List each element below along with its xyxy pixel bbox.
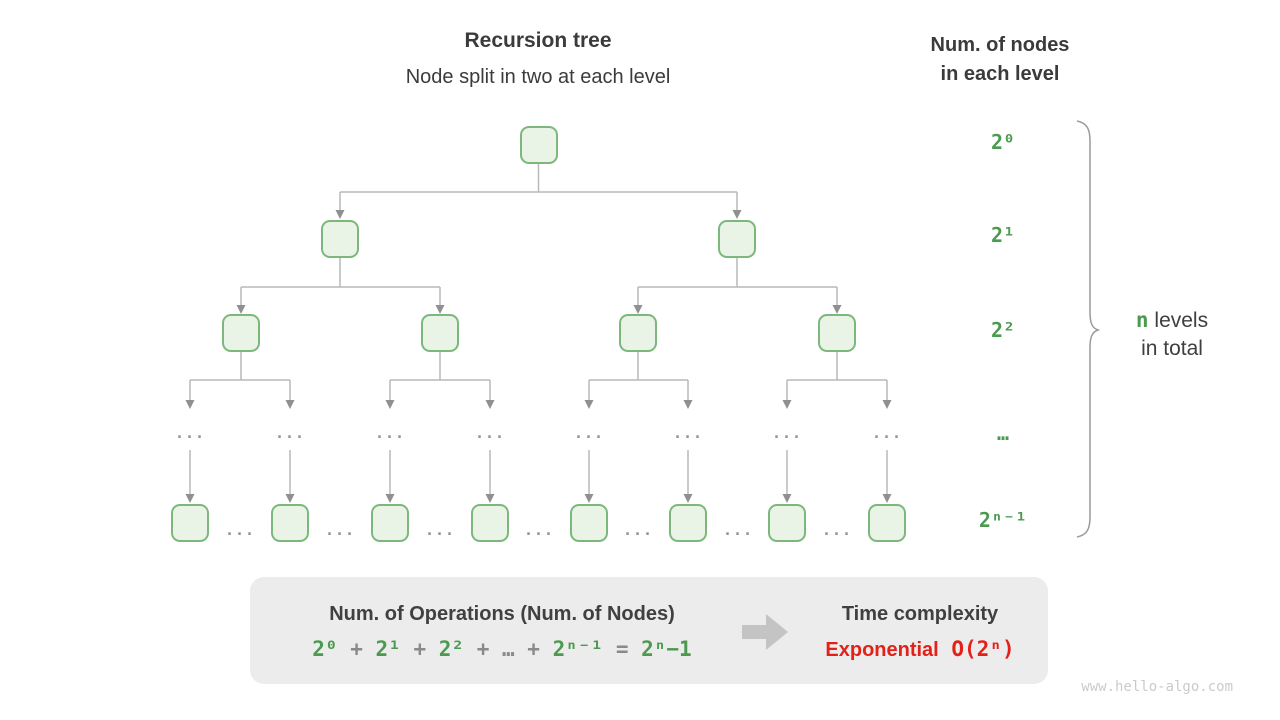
arrowhead — [385, 400, 395, 409]
arrowhead — [584, 494, 594, 503]
tree-node — [718, 220, 756, 258]
ellipsis-text: ... — [771, 424, 803, 442]
arrowhead — [185, 494, 195, 503]
summary-box: Num. of Operations (Num. of Nodes) 2⁰ + … — [250, 577, 1048, 684]
arrowhead — [285, 400, 295, 409]
formula-segment: 2¹ — [375, 637, 401, 661]
ellipsis-text: ... — [424, 521, 456, 539]
ellipsis-text: ... — [174, 424, 206, 442]
watermark: www.hello-algo.com — [1081, 679, 1233, 695]
ellipsis-text: ... — [871, 424, 903, 442]
complexity-value: O(2ⁿ) — [938, 637, 1015, 661]
ellipsis-text: ... — [672, 424, 704, 442]
tree-node — [868, 504, 906, 542]
tree-node — [619, 314, 657, 352]
tree-node — [818, 314, 856, 352]
ellipsis-text: ... — [573, 424, 605, 442]
arrowhead — [782, 400, 792, 409]
ellipsis-text: ... — [622, 521, 654, 539]
right-column-header: Num. of nodes in each level — [890, 31, 1110, 89]
tree-node — [768, 504, 806, 542]
tree-node — [171, 504, 209, 542]
ellipsis-text: ... — [474, 424, 506, 442]
brace — [1076, 120, 1101, 538]
arrowhead — [185, 400, 195, 409]
formula-segment: 2ⁿ⁻¹ — [552, 637, 604, 661]
tree-node — [471, 504, 509, 542]
formula-segment: + — [337, 637, 376, 661]
arrowhead — [236, 305, 246, 314]
brace-label-line2: in total — [1141, 337, 1203, 360]
brace-label-line1: n levels — [1108, 306, 1236, 335]
arrowhead — [584, 400, 594, 409]
level-label: 2² — [990, 318, 1016, 342]
arrowhead — [435, 305, 445, 314]
ellipsis-text: ... — [324, 521, 356, 539]
formula-segment: = — [603, 637, 642, 661]
tree-node — [371, 504, 409, 542]
level-label: 2¹ — [990, 223, 1016, 247]
tree-node — [421, 314, 459, 352]
tree-node — [669, 504, 707, 542]
arrowhead — [485, 494, 495, 503]
arrowhead — [285, 494, 295, 503]
level-label: … — [996, 421, 1010, 445]
tree-node — [519, 126, 558, 164]
formula-segment: + — [464, 637, 502, 661]
arrowhead — [882, 494, 892, 503]
tree-node — [222, 314, 260, 352]
arrowhead — [485, 400, 495, 409]
arrowhead — [683, 400, 693, 409]
ellipsis-text: ... — [274, 424, 306, 442]
tree-node — [321, 220, 359, 258]
arrowhead — [732, 210, 742, 219]
diagram-title: Recursion tree — [464, 29, 612, 52]
ellipsis-text: ... — [821, 521, 853, 539]
time-complexity-title: Time complexity — [841, 603, 999, 625]
level-label: 2ⁿ⁻¹ — [978, 508, 1028, 532]
ellipsis-text: ... — [224, 521, 256, 539]
ellipsis-text: ... — [374, 424, 406, 442]
tree-node — [271, 504, 309, 542]
ellipsis-text: ... — [722, 521, 754, 539]
brace-levels-text: levels — [1148, 309, 1209, 332]
complexity-result: Exponential O(2ⁿ) — [795, 637, 1045, 662]
complexity-name: Exponential — [825, 639, 939, 661]
arrowhead — [385, 494, 395, 503]
tree-node — [570, 504, 608, 542]
arrowhead — [683, 494, 693, 503]
arrowhead — [782, 494, 792, 503]
right-header-line2: in each level — [940, 63, 1060, 85]
arrowhead — [882, 400, 892, 409]
formula-segment: 2⁰ — [312, 637, 338, 661]
formula-segment: 2² — [438, 637, 465, 661]
right-arrow-icon — [742, 614, 788, 650]
arrowhead — [335, 210, 345, 219]
formula-segment: … — [502, 637, 515, 661]
diagram-subtitle: Node split in two at each level — [405, 66, 671, 88]
level-label: 2⁰ — [990, 130, 1016, 154]
operations-formula: 2⁰ + 2¹ + 2² + … + 2ⁿ⁻¹ = 2ⁿ−1 — [282, 637, 722, 661]
arrowheads — [185, 210, 892, 503]
connector-lines — [189, 163, 888, 494]
brace-n: n — [1135, 308, 1149, 332]
arrowhead — [832, 305, 842, 314]
ellipsis-text: ... — [523, 521, 555, 539]
operations-title: Num. of Operations (Num. of Nodes) — [329, 603, 675, 625]
formula-segment: + — [400, 637, 439, 661]
right-header-line1: Num. of nodes — [930, 34, 1070, 56]
formula-segment: 2ⁿ−1 — [641, 637, 692, 661]
brace-label: n levels in total — [1108, 306, 1236, 363]
arrowhead — [633, 305, 643, 314]
formula-segment: + — [514, 637, 553, 661]
